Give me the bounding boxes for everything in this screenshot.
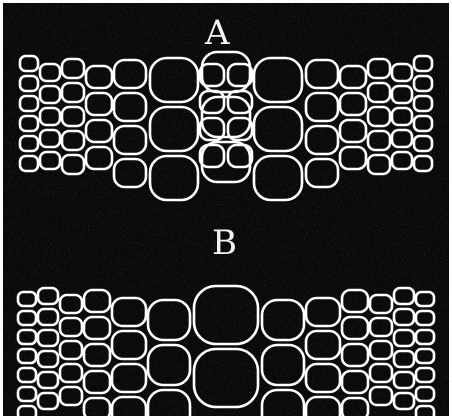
figure-grain <box>3 3 449 416</box>
panel-label-b: B <box>212 226 237 260</box>
panel-label-a: A <box>205 16 230 50</box>
